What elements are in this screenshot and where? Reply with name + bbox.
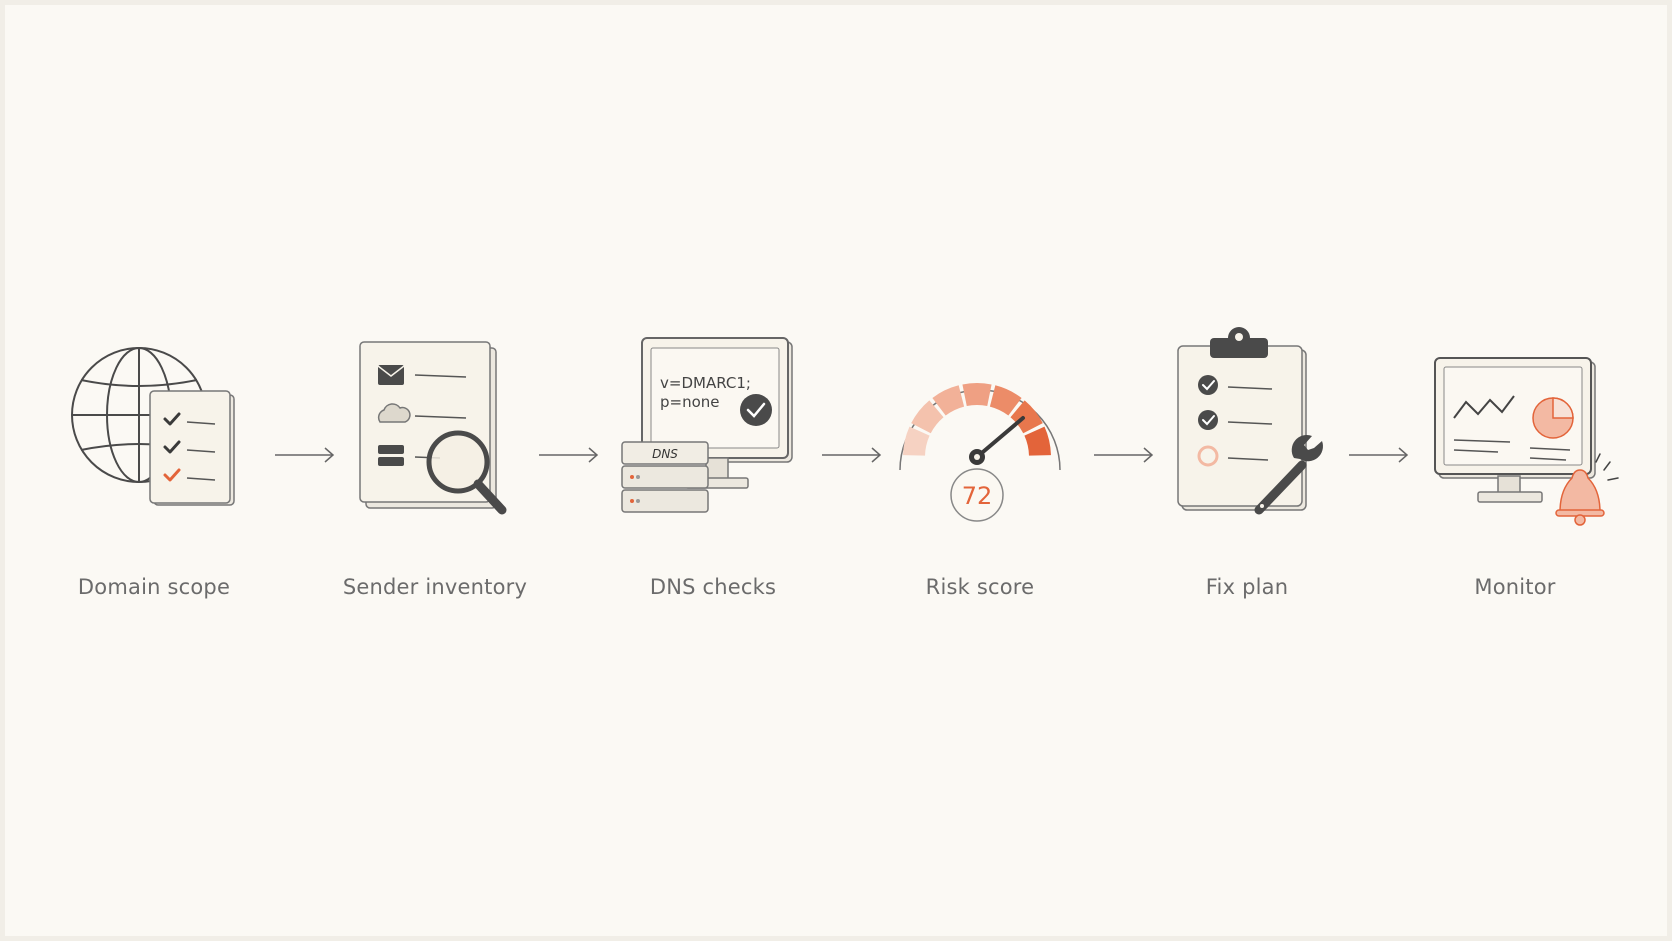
gauge-icon: 72: [899, 383, 1061, 522]
dns-monitor-icon: v=DMARC1; p=none DNS: [621, 337, 793, 513]
gauge-segment: [1024, 426, 1051, 456]
sender-list-magnifier-icon: [359, 341, 507, 515]
step-monitor: Monitor: [1390, 330, 1640, 620]
gauge-segment: [911, 400, 944, 434]
step-label: Domain scope: [77, 575, 231, 599]
risk-score-value: 72: [962, 482, 993, 510]
gauge-segments: [903, 383, 1051, 456]
step-label: Fix plan: [1205, 575, 1289, 599]
arrow-right-icon: [539, 447, 599, 463]
monitor-alert-icon: [1434, 357, 1619, 526]
arrow-right-icon: [275, 447, 335, 463]
step-label: Monitor: [1474, 575, 1556, 599]
gauge-segment: [962, 383, 992, 407]
gauge-segment: [989, 385, 1022, 416]
globe-checklist-icon: [71, 347, 235, 506]
step-label: DNS checks: [649, 575, 777, 599]
step-dns-checks: v=DMARC1; p=none DNS DNS checks: [588, 330, 838, 620]
arrow-right-icon: [822, 447, 882, 463]
arrow-right-icon: [1094, 447, 1154, 463]
arrow-right-icon: [1349, 447, 1409, 463]
gauge-segment: [1010, 400, 1043, 434]
step-sender-inventory: Sender inventory: [310, 330, 560, 620]
step-label: Sender inventory: [342, 575, 528, 599]
record-line-1: v=DMARC1;: [660, 374, 751, 392]
server-stack: DNS: [621, 441, 709, 513]
clipboard-wrench-icon: [1177, 327, 1323, 515]
gauge-segment: [932, 385, 965, 416]
step-label: Risk score: [925, 575, 1035, 599]
record-line-2: p=none: [660, 393, 720, 411]
step-fix-plan: Fix plan: [1122, 327, 1372, 620]
dns-server-label: DNS: [652, 447, 678, 461]
step-domain-scope: Domain scope: [29, 330, 279, 620]
step-risk-score: 72 Risk score: [855, 330, 1105, 620]
bell-alert-icon: [1555, 453, 1619, 526]
gauge-segment: [903, 426, 930, 456]
